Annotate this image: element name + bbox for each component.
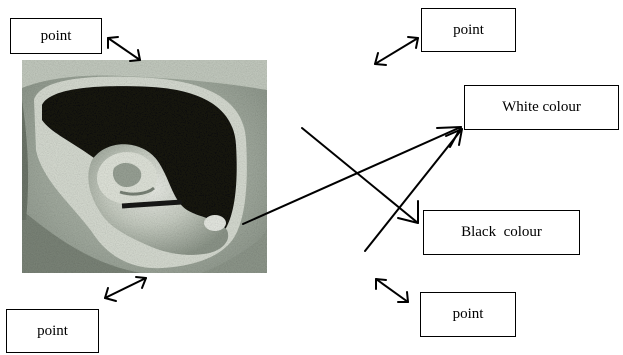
point-label-text: point bbox=[37, 323, 68, 340]
double-arrow-icon bbox=[108, 37, 140, 61]
point-label-bottom-right: point bbox=[420, 292, 516, 337]
double-arrow-icon bbox=[105, 277, 146, 301]
double-arrow-icon bbox=[375, 37, 418, 65]
ultrasound-image bbox=[22, 60, 267, 273]
double-arrow-icon bbox=[376, 279, 408, 302]
point-label-top-left: point bbox=[10, 18, 102, 54]
point-label-text: point bbox=[453, 22, 484, 39]
black-colour-label: Black colour bbox=[423, 210, 580, 255]
point-label-text: point bbox=[41, 28, 72, 45]
black-colour-text: Black colour bbox=[461, 224, 542, 241]
white-colour-label: White colour bbox=[464, 85, 619, 130]
point-label-text: point bbox=[453, 306, 484, 323]
white-colour-text: White colour bbox=[502, 99, 581, 116]
point-label-bottom-left: point bbox=[6, 309, 99, 353]
arrow-to-black-colour bbox=[302, 128, 418, 223]
point-label-top-right: point bbox=[421, 8, 516, 52]
